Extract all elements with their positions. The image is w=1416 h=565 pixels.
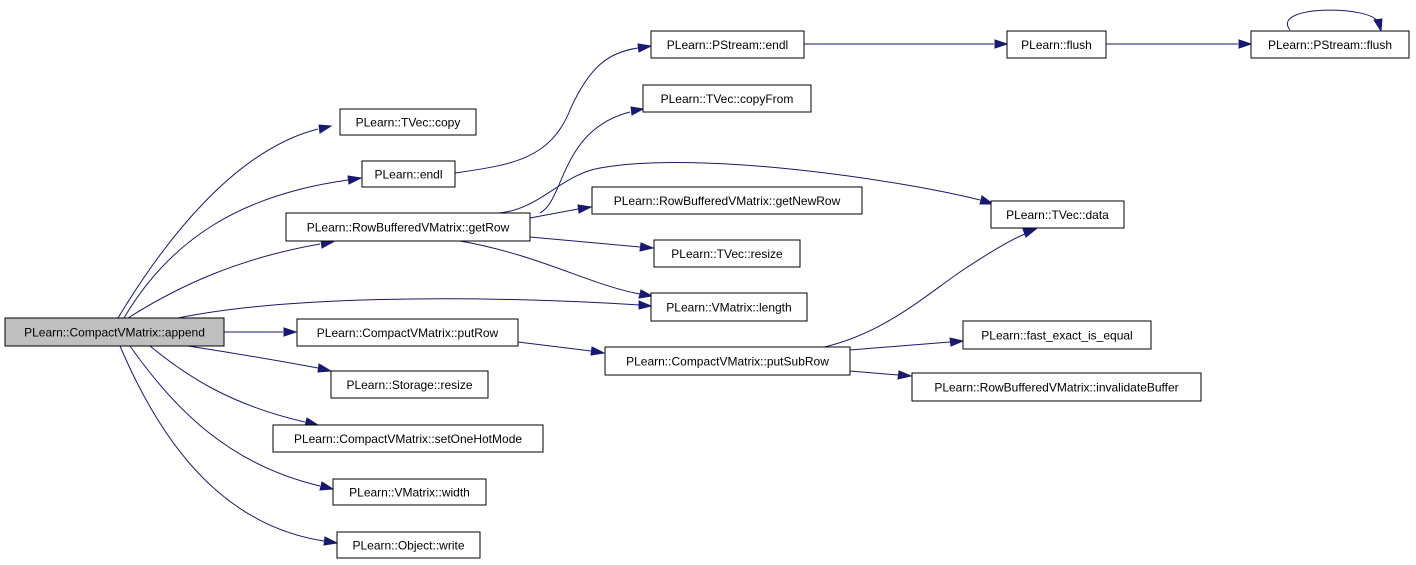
edge-getRow-getNewRow-arrow (577, 204, 593, 214)
node-compactvmatrix-putsubrow[interactable]: PLearn::CompactVMatrix::putSubRow (604, 346, 851, 376)
node-compactvmatrix-append[interactable]: PLearn::CompactVMatrix::append (4, 317, 225, 347)
edge-append-setOneHotMode (149, 345, 306, 423)
edge-flush-pstreamFlush-arrow (1238, 39, 1253, 49)
edge-append-storageResize (187, 345, 319, 369)
node-vmatrix-width[interactable]: PLearn::VMatrix::width (332, 478, 487, 506)
edge-append-storageResize-arrow (317, 363, 333, 373)
node-label: PLearn::flush (1021, 38, 1092, 52)
node-compactvmatrix-setonehotmode[interactable]: PLearn::CompactVMatrix::setOneHotMode (272, 424, 544, 453)
edge-append-putRow-arrow (283, 327, 298, 337)
node-tvec-copy[interactable]: PLearn::TVec::copy (339, 108, 477, 136)
node-label: PLearn::CompactVMatrix::setOneHotMode (294, 432, 522, 446)
edge-getRow-getNewRow (529, 208, 579, 219)
node-fast-exact-is-equal[interactable]: PLearn::fast_exact_is_equal (962, 320, 1152, 350)
edge-append-getRow (127, 243, 321, 319)
node-label: PLearn::Storage::resize (346, 378, 472, 392)
edge-putSubRow-invalidateBuffer (849, 370, 899, 376)
edge-append-endl (123, 179, 349, 319)
node-compactvmatrix-putrow[interactable]: PLearn::CompactVMatrix::putRow (296, 318, 519, 347)
edge-putRow-putSubRow-arrow (590, 346, 606, 356)
node-label: PLearn::PStream::flush (1268, 38, 1392, 52)
edge-append-length (177, 298, 641, 319)
node-label: PLearn::TVec::copy (356, 116, 461, 130)
edge-append-length-arrow (638, 300, 653, 310)
node-tvec-data[interactable]: PLearn::TVec::data (990, 200, 1125, 229)
node-label: PLearn::CompactVMatrix::putRow (317, 326, 499, 340)
edge-putSubRow-invalidateBuffer-arrow (897, 370, 913, 380)
node-label: PLearn::CompactVMatrix::putSubRow (626, 355, 829, 369)
edge-getRow-data (497, 161, 981, 214)
node-label: PLearn::RowBufferedVMatrix::invalidateBu… (934, 381, 1178, 395)
edge-getRow-copyFrom-arrow (630, 106, 645, 116)
edge-getRow-tvecResize (529, 236, 641, 248)
node-label: PLearn::RowBufferedVMatrix::getRow (307, 221, 510, 235)
node-flush[interactable]: PLearn::flush (1006, 30, 1107, 59)
node-storage-resize[interactable]: PLearn::Storage::resize (330, 370, 489, 399)
edge-getRow-length-arrow (638, 289, 654, 299)
node-label: PLearn::Object::write (352, 539, 464, 553)
node-label: PLearn::PStream::endl (667, 38, 788, 52)
node-label: PLearn::TVec::data (1006, 208, 1109, 222)
node-label: PLearn::RowBufferedVMatrix::getNewRow (614, 194, 841, 208)
node-label: PLearn::TVec::resize (671, 247, 783, 261)
edge-putSubRow-data (819, 233, 1026, 349)
edge-getRow-copyFrom (539, 111, 631, 214)
node-rowbufferedvmatrix-invalidatebuffer[interactable]: PLearn::RowBufferedVMatrix::invalidateBu… (911, 372, 1202, 402)
node-pstream-flush[interactable]: PLearn::PStream::flush (1250, 30, 1410, 59)
edge-append-width (129, 345, 321, 487)
edge-pstreamEndl-flush-arrow (994, 39, 1009, 49)
node-label: PLearn::fast_exact_is_equal (981, 329, 1132, 343)
edge-append-endl-arrow (347, 175, 363, 185)
edge-pstreamFlush-self-arrow (1373, 18, 1383, 33)
node-label: PLearn::endl (374, 168, 442, 182)
edge-pstreamFlush-self (1286, 9, 1379, 31)
call-edges (117, 9, 1383, 546)
edge-getRow-data-arrow (979, 195, 995, 205)
edge-putRow-putSubRow (517, 341, 592, 352)
edge-append-copy (117, 128, 319, 319)
edge-append-width-arrow (319, 481, 335, 491)
node-tvec-resize[interactable]: PLearn::TVec::resize (653, 239, 801, 268)
node-label: PLearn::VMatrix::width (349, 486, 470, 500)
edge-endl-pstreamEndl (454, 47, 639, 174)
node-endl[interactable]: PLearn::endl (361, 160, 456, 188)
edge-append-write-arrow (323, 536, 339, 546)
node-rowbufferedvmatrix-getrow[interactable]: PLearn::RowBufferedVMatrix::getRow (285, 212, 531, 242)
edge-endl-pstreamEndl-arrow (637, 43, 653, 53)
edge-getRow-tvecResize-arrow (639, 242, 655, 252)
node-rowbufferedvmatrix-getnewrow[interactable]: PLearn::RowBufferedVMatrix::getNewRow (591, 186, 863, 215)
node-vmatrix-length[interactable]: PLearn::VMatrix::length (650, 292, 808, 322)
edge-putSubRow-fastExact-arrow (949, 337, 965, 347)
node-tvec-copyfrom[interactable]: PLearn::TVec::copyFrom (642, 84, 812, 113)
node-object-write[interactable]: PLearn::Object::write (336, 531, 481, 559)
edge-append-copy-arrow (318, 124, 333, 134)
node-label: PLearn::TVec::copyFrom (661, 92, 794, 106)
edge-getRow-length (459, 240, 641, 295)
edge-append-write (119, 345, 325, 542)
edge-putSubRow-data-arrow (1022, 228, 1038, 238)
node-label: PLearn::VMatrix::length (666, 301, 791, 315)
edge-putSubRow-fastExact (849, 341, 951, 351)
node-pstream-endl[interactable]: PLearn::PStream::endl (650, 30, 805, 59)
node-label: PLearn::CompactVMatrix::append (24, 326, 205, 340)
call-nodes: PLearn::CompactVMatrix::append PLearn::T… (4, 30, 1410, 559)
